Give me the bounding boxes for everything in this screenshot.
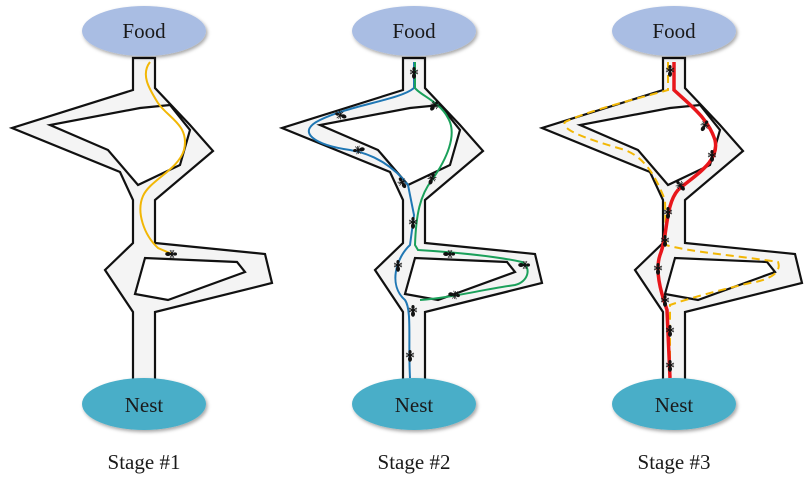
stage-3: Food Nest Stage #3: [540, 6, 804, 474]
nest-ellipse: [612, 378, 736, 430]
green-path: [413, 62, 529, 301]
stage-label: Stage #1: [108, 450, 181, 474]
stage-2: Food Nest Stage #2: [280, 6, 544, 474]
food-label: Food: [122, 19, 166, 43]
nest-label: Nest: [655, 393, 694, 417]
food-label: Food: [392, 19, 436, 43]
nest-label: Nest: [395, 393, 434, 417]
stage-label: Stage #3: [638, 450, 711, 474]
stage-label: Stage #2: [378, 450, 451, 474]
food-ellipse: [612, 6, 736, 56]
food-ellipse: [352, 6, 476, 56]
nest-ellipse: [352, 378, 476, 430]
maze-corridor: [540, 56, 804, 382]
yellow-path: [139, 61, 187, 255]
food-ellipse: [82, 6, 206, 56]
stage-1: Food Nest Stage #1: [10, 6, 274, 474]
nest-label: Nest: [125, 393, 164, 417]
nest-ellipse: [82, 378, 206, 430]
blue-path: [307, 62, 416, 379]
food-label: Food: [652, 19, 696, 43]
